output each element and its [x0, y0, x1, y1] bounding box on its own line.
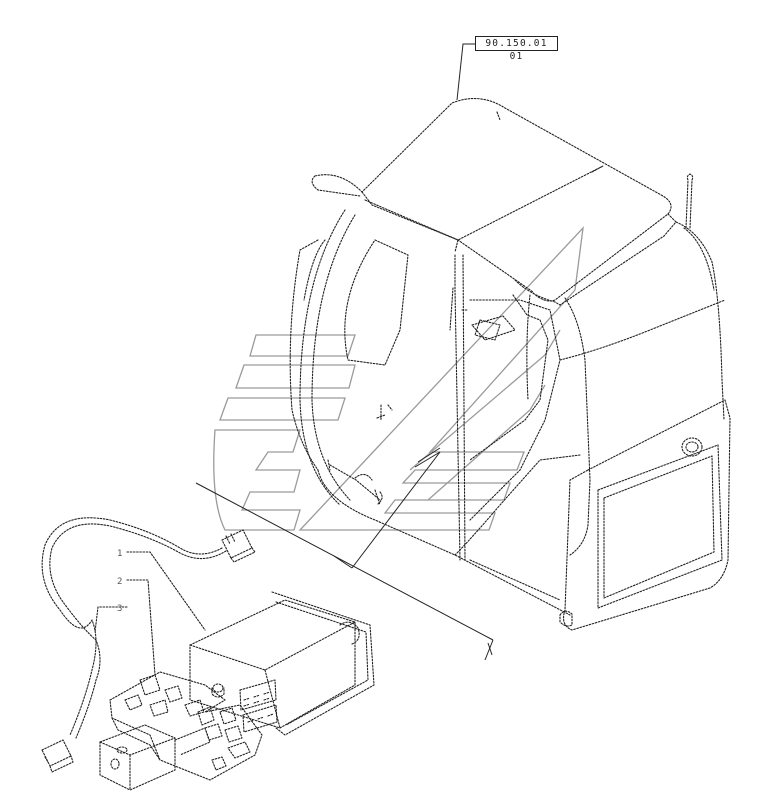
assembly-guide-lines	[195, 447, 494, 661]
cable-harness	[41, 517, 256, 773]
callout-labels: 1 2 3	[117, 549, 122, 614]
reference-leader-line	[456, 43, 475, 101]
control-unit-box	[189, 591, 375, 736]
callout-3: 3	[117, 604, 122, 614]
callout-1: 1	[117, 549, 122, 559]
watermark-logo	[213, 226, 584, 531]
reference-label-box[interactable]: 90.150.01 01	[475, 36, 558, 62]
callout-2: 2	[117, 577, 122, 587]
operator-cab	[289, 97, 731, 631]
callout-leaders	[94, 551, 206, 676]
mounting-bracket	[99, 671, 263, 791]
